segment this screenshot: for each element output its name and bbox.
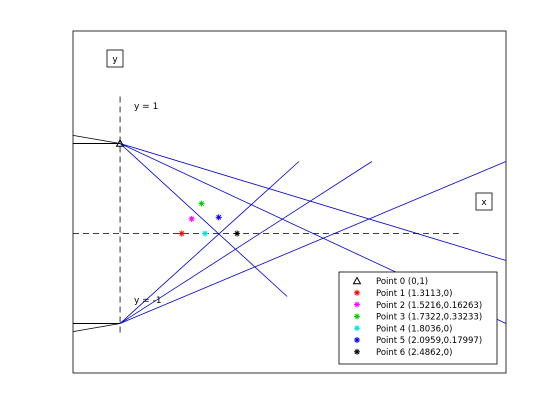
axis-lines [73, 94, 459, 333]
ray-line [119, 143, 507, 261]
legend-marker [354, 313, 360, 320]
legend-entries: Point 0 (0,1) Point 1 (1.3113,0) Point 2 (… [352, 276, 482, 358]
point-marker [234, 230, 241, 237]
bottom-boundary-label: y = -1 [134, 296, 162, 306]
legend-marker [354, 348, 360, 355]
boundary-tail [72, 323, 121, 332]
legend-entry: Point 2 (1.5216,0.16263) [354, 301, 482, 311]
legend-marker [354, 325, 360, 332]
boundary-tail [72, 135, 121, 144]
legend-entry: Point 3 (1.7322,0.33233) [354, 313, 482, 323]
x-axis-label-box: x [475, 192, 493, 211]
boundary-lines [72, 135, 121, 332]
point-marker [201, 230, 208, 237]
legend-label: Point 3 (1.7322,0.33233) [376, 313, 482, 323]
ray-line [119, 143, 288, 297]
legend-marker [354, 289, 360, 296]
legend-label: Point 2 (1.5216,0.16263) [376, 301, 482, 311]
point-marker [178, 230, 185, 237]
legend-label: Point 4 (1.8036,0) [376, 324, 452, 334]
ray-line [119, 161, 507, 324]
legend-entry: Point 0 (0,1) [352, 276, 428, 287]
legend-entry: Point 5 (2.0959,0.17997) [354, 336, 482, 346]
legend-entry: Point 1 (1.3113,0) [354, 289, 452, 299]
legend: Point 0 (0,1) Point 1 (1.3113,0) Point 2 (… [338, 271, 498, 365]
y-axis-label: y [112, 55, 118, 65]
points [115, 138, 241, 237]
legend-box [338, 271, 498, 365]
legend-marker [354, 301, 360, 308]
legend-label: Point 6 (2.4862,0) [376, 348, 452, 358]
ray-line [119, 161, 300, 324]
point-marker [188, 215, 195, 222]
top-boundary-label: y = 1 [134, 102, 158, 112]
legend-label: Point 0 (0,1) [376, 277, 428, 287]
legend-marker [352, 276, 362, 285]
legend-entry: Point 6 (2.4862,0) [354, 348, 452, 358]
legend-entry: Point 4 (1.8036,0) [354, 324, 452, 334]
legend-label: Point 5 (2.0959,0.17997) [376, 336, 482, 346]
y-axis-label-box: y [106, 49, 124, 68]
point-marker [115, 138, 125, 147]
ray-line [119, 161, 373, 324]
legend-label: Point 1 (1.3113,0) [376, 289, 452, 299]
point-marker [198, 200, 205, 207]
legend-marker [354, 337, 360, 343]
x-axis-label: x [481, 198, 487, 208]
point-marker [215, 214, 222, 221]
